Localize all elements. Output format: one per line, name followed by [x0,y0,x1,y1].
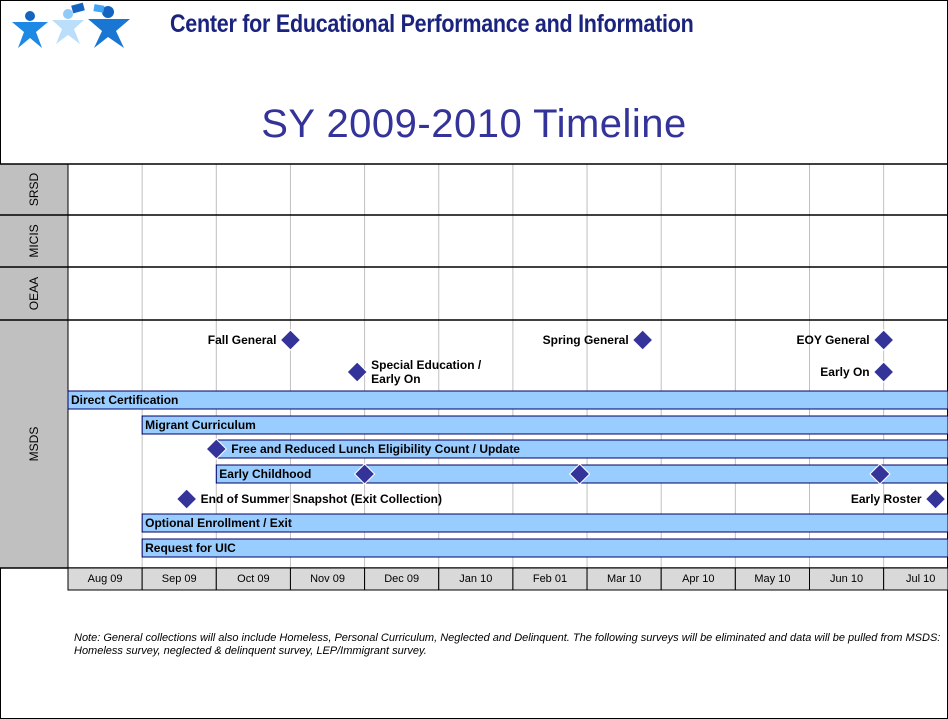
milestone-diamond [872,361,895,383]
lane-label-column [0,164,68,568]
month-tick-label: Feb 01 [533,573,567,585]
milestone-label: Early Roster [851,492,922,506]
month-axis-cell [883,567,948,591]
milestone-label: Early On [820,365,869,379]
org-name: Center for Educational Performance and I… [170,10,694,38]
milestone-diamond [869,463,891,485]
milestone-diamond [346,361,368,383]
month-tick-label: Apr 10 [682,573,714,585]
milestone-label: Spring General [543,333,629,347]
bar-request-for-uic [141,538,948,558]
page-title: SY 2009-2010 Timeline [261,102,687,146]
milestone-label: Fall General [208,333,277,347]
month-tick-label: Jul 10 [906,573,935,585]
footnote: Note: General collections will also incl… [74,632,941,657]
month-tick-label: Sep 09 [162,573,197,585]
bar-label: Request for UIC [145,541,236,555]
bar-direct-certification [67,390,948,410]
month-tick-label: Dec 09 [384,573,419,585]
lane-label-oeaa: OEAA [27,277,41,310]
milestone-label-line: Special Education / [371,358,482,372]
bar-label: Migrant Curriculum [145,418,256,432]
lane-label-micis: MICIS [27,224,41,257]
milestone-label: Special Education /Early On [371,358,482,386]
month-tick-label: Nov 09 [310,573,345,585]
month-tick-label: Mar 10 [607,573,641,585]
milestone-label: End of Summer Snapshot (Exit Collection) [201,492,442,506]
milestone-diamond [568,463,591,485]
bar-label: Optional Enrollment / Exit [145,516,292,530]
milestone-label-line: Early On [371,372,420,386]
lane-label-msds: MSDS [27,427,41,462]
month-tick-label: May 10 [754,573,790,585]
milestone-diamond [924,488,947,510]
milestone-diamond [279,329,302,351]
header: Center for Educational Performance and I… [0,0,948,50]
milestone-diamond [353,463,376,485]
logo-figures-icon [12,2,130,48]
timeline-chart: SRSD MICIS OEAA MSDS Direct CertificationMig… [0,163,948,591]
bar-migrant-curriculum [141,415,948,435]
month-tick-label: Jun 10 [830,573,863,585]
milestone-diamond [872,329,895,351]
milestone-label: EOY General [796,333,869,347]
milestone-diamond [175,488,198,510]
milestone-diamond [205,438,228,460]
month-tick-label: Jan 10 [459,573,492,585]
bar-label: Direct Certification [71,393,178,407]
bar-label: Early Childhood [219,467,311,481]
milestone-diamond [631,329,654,351]
month-tick-label: Oct 09 [237,573,269,585]
lane-label-srsd: SRSD [27,172,41,206]
bar-label: Free and Reduced Lunch Eligibility Count… [231,442,520,456]
month-tick-label: Aug 09 [88,573,123,585]
